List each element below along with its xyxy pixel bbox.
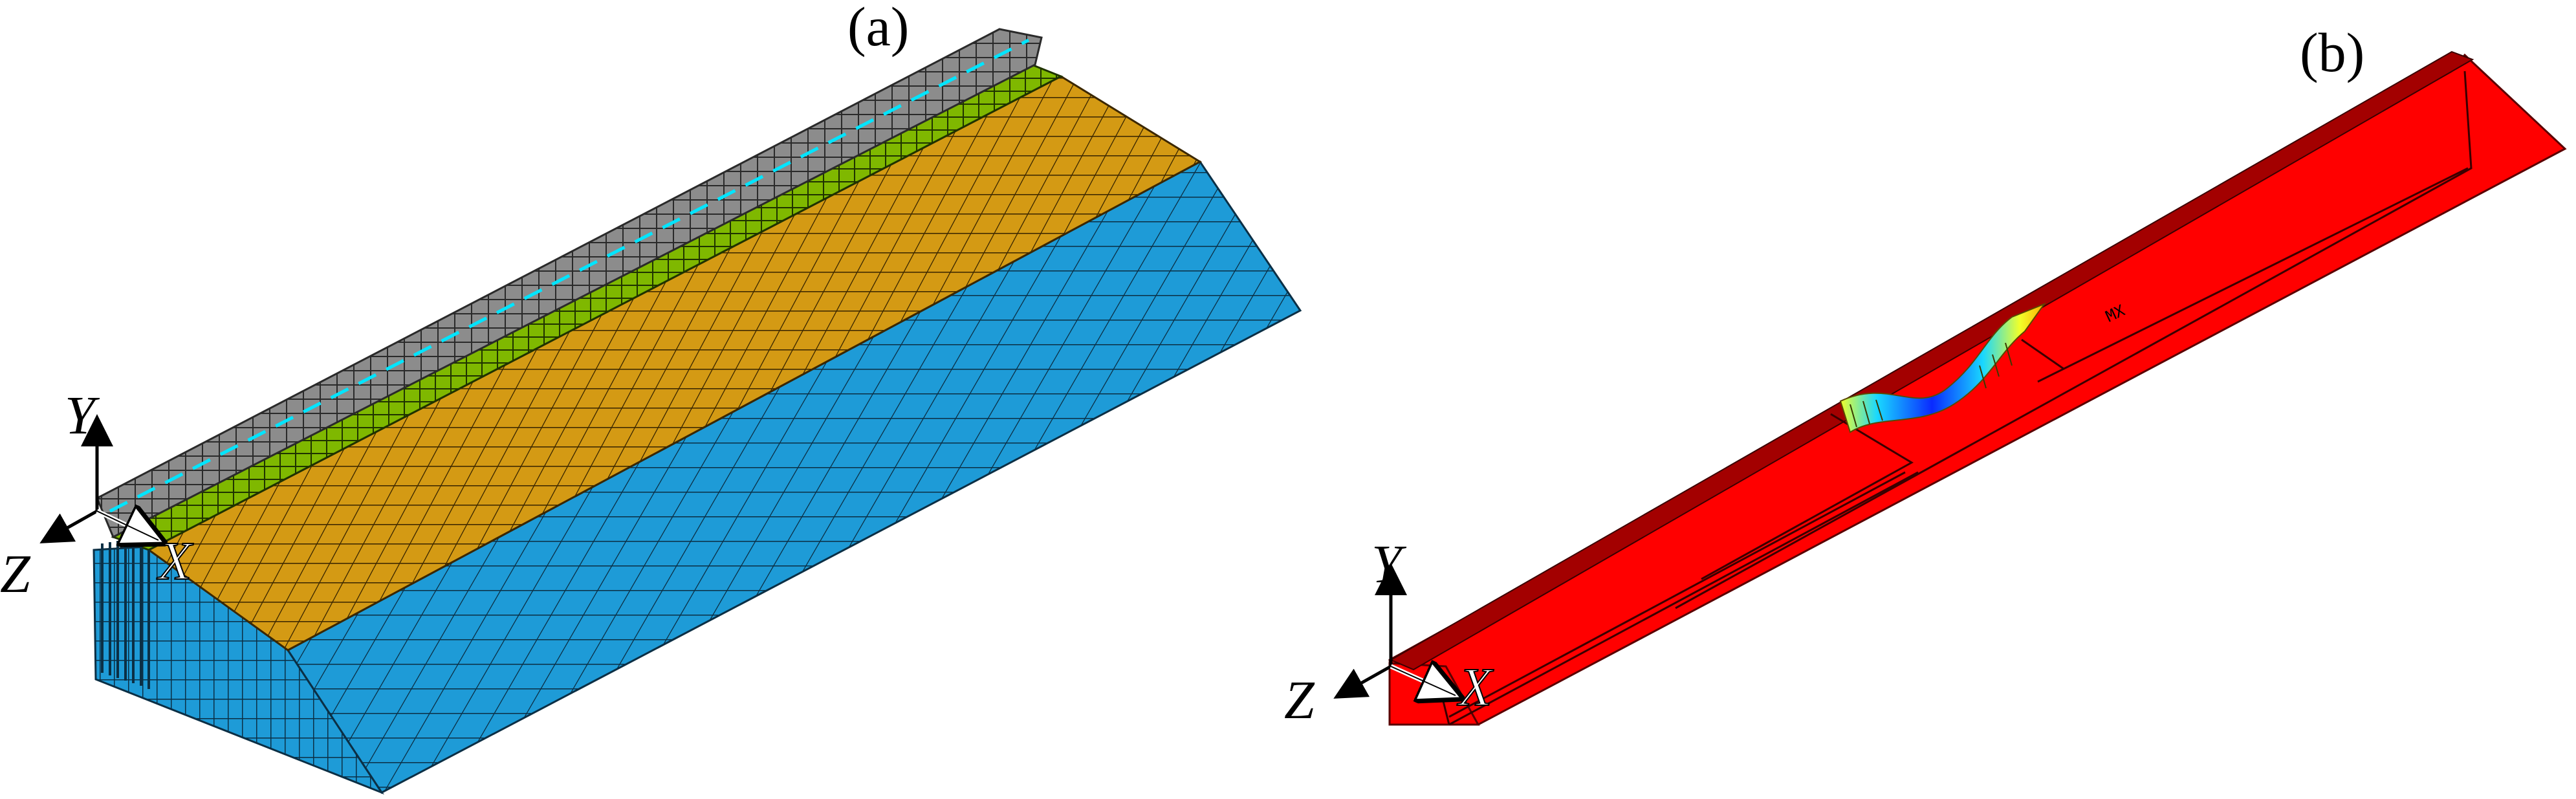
mesh-cyan-line	[109, 38, 1030, 513]
contour-deformation-zone	[1839, 302, 2046, 433]
panel-b-contour: MX	[1388, 50, 2567, 726]
axis-z-label-b: Z	[1284, 670, 1315, 730]
contour-rail-strip	[1389, 50, 2474, 671]
panel-a-label: (a)	[847, 0, 909, 58]
axis-y-label-b: Y	[1371, 534, 1407, 595]
axis-x-label-b: X	[1457, 657, 1494, 717]
panel-b-label: (b)	[2300, 21, 2364, 83]
panel-a-mesh	[93, 28, 1302, 795]
mesh-front-edge	[101, 537, 150, 689]
axis-triad-b: Y Z X	[1284, 534, 1495, 730]
axis-y-label-a: Y	[65, 386, 100, 446]
contour-body	[1388, 53, 2567, 726]
axis-triad-a: Y Z X	[0, 386, 195, 604]
axis-x-label-a: X	[157, 531, 194, 591]
contour-deformation-hatch	[1850, 342, 2013, 428]
contour-end-block	[1701, 413, 1914, 580]
axis-z-label-a: Z	[0, 544, 31, 604]
